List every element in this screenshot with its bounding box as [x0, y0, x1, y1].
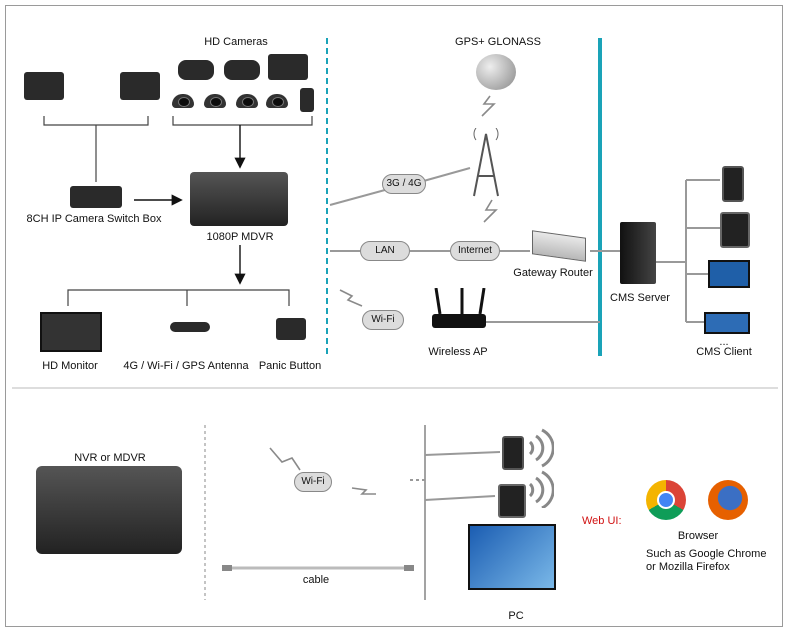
dome-camera-icon [172, 94, 194, 108]
right-camera-bracket [172, 116, 313, 126]
mdvr-label: 1080P MDVR [206, 231, 274, 243]
camera-icon [224, 60, 260, 80]
camera-icon [300, 88, 314, 112]
dome-camera-icon [204, 94, 226, 108]
tablet-icon [498, 484, 526, 518]
browser-label: Browser [677, 530, 719, 542]
laptop-icon [704, 312, 750, 334]
web-ui-label: Web UI: [582, 515, 622, 527]
monitor-icon [468, 524, 556, 590]
pc-label: PC [508, 610, 524, 622]
camera-icon [24, 72, 64, 100]
camera-icon [268, 54, 308, 80]
gateway-router-label: Gateway Router [513, 267, 593, 279]
browser-note-2: or Mozilla Firefox [646, 561, 730, 573]
firefox-icon [708, 480, 748, 520]
camera-icon [178, 60, 214, 80]
phone-icon [502, 436, 524, 470]
cms-client-label: CMS Client [696, 346, 752, 358]
client-ellipsis: ... [719, 336, 729, 348]
internet-cloud: Internet [450, 241, 500, 261]
chrome-icon [646, 480, 686, 520]
wireless-ap-label: Wireless AP [428, 346, 488, 358]
panic-button-icon [276, 318, 306, 340]
wireless-signal-icon [528, 428, 554, 508]
switch-box-label: 8CH IP Camera Switch Box [26, 213, 162, 225]
phone-icon [722, 166, 744, 202]
dvr-icon [36, 466, 182, 554]
tablet-icon [720, 212, 750, 248]
dome-camera-icon [236, 94, 258, 108]
server-icon [620, 222, 656, 284]
camera-icon [120, 72, 160, 100]
switch-box-icon [70, 186, 122, 208]
hd-monitor-label: HD Monitor [42, 360, 98, 372]
gps-label: GPS+ GLONASS [455, 36, 541, 48]
dome-camera-icon [266, 94, 288, 108]
left-camera-bracket [43, 116, 149, 126]
tower-icon [473, 128, 499, 197]
bottom-wifi-cloud: Wi-Fi [294, 472, 332, 492]
cms-server-label: CMS Server [610, 292, 670, 304]
access-point-icon [432, 288, 486, 328]
diagram-frame [5, 5, 783, 627]
satellite-icon [476, 54, 516, 90]
nvr-label: NVR or MDVR [74, 452, 146, 464]
cable-label: cable [302, 574, 330, 586]
panic-button-label: Panic Button [258, 360, 322, 372]
dvr-icon [190, 172, 288, 226]
browser-note-1: Such as Google Chrome [646, 548, 767, 560]
monitor-icon [708, 260, 750, 288]
3g4g-cloud: 3G / 4G [382, 174, 426, 194]
wifi-cloud: Wi-Fi [362, 310, 404, 330]
output-bracket [67, 289, 290, 306]
antenna-label: 4G / Wi-Fi / GPS Antenna [123, 360, 249, 372]
hd-cameras-label: HD Cameras [204, 36, 268, 48]
lan-cloud: LAN [360, 241, 410, 261]
antenna-icon [170, 322, 210, 332]
monitor-icon [40, 312, 102, 352]
